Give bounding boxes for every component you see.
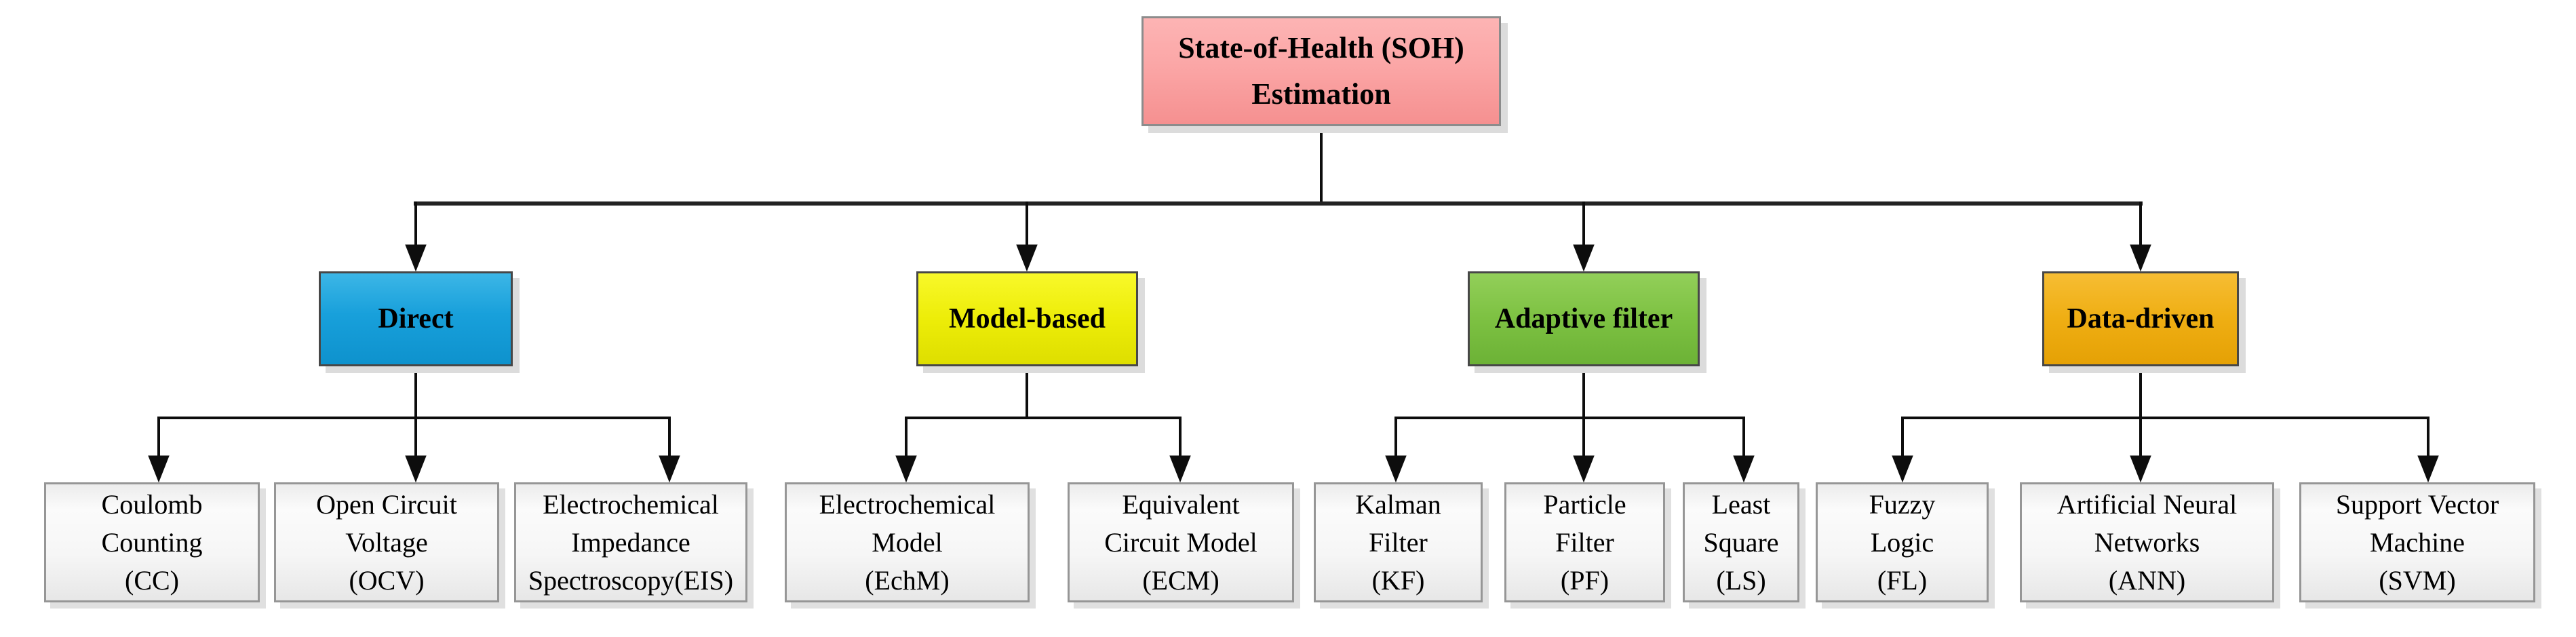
node-equivalent-circuit-model: Equivalent Circuit Model (ECM) xyxy=(1068,482,1294,602)
arrowhead xyxy=(405,244,427,272)
node-fuzzy-logic: Fuzzy Logic (FL) xyxy=(1816,482,1989,602)
arrowhead xyxy=(1385,455,1407,483)
arrowhead xyxy=(1016,244,1038,272)
arrowhead xyxy=(405,455,427,483)
node-kalman-filter: Kalman Filter (KF) xyxy=(1314,482,1483,602)
arrowhead xyxy=(1169,455,1191,483)
arrowhead xyxy=(1573,455,1595,483)
edges-data-driven-children xyxy=(1892,366,2439,483)
node-coulomb-counting: Coulomb Counting (CC) xyxy=(44,482,260,602)
node-electrochemical-impedance-spectroscopy: Electrochemical Impedance Spectroscopy(E… xyxy=(514,482,747,602)
arrowhead xyxy=(1733,455,1755,483)
arrowhead xyxy=(895,455,917,483)
node-least-square: Least Square (LS) xyxy=(1683,482,1799,602)
arrowhead xyxy=(2130,244,2151,272)
node-data-driven: Data-driven xyxy=(2042,271,2239,366)
arrowhead xyxy=(1892,455,1913,483)
node-direct: Direct xyxy=(319,271,513,366)
arrowhead xyxy=(2417,455,2439,483)
node-particle-filter: Particle Filter (PF) xyxy=(1504,482,1665,602)
node-electrochemical-model: Electrochemical Model (EchM) xyxy=(785,482,1030,602)
node-model-based: Model-based xyxy=(916,271,1138,366)
edges-direct-children xyxy=(148,366,680,483)
node-support-vector-machine: Support Vector Machine (SVM) xyxy=(2299,482,2535,602)
arrowhead xyxy=(2130,455,2151,483)
node-adaptive-filter: Adaptive filter xyxy=(1468,271,1700,366)
arrowhead xyxy=(1573,244,1595,272)
arrowhead xyxy=(148,455,170,483)
arrowhead xyxy=(659,455,680,483)
node-open-circuit-voltage: Open Circuit Voltage (OCV) xyxy=(274,482,499,602)
node-artificial-neural-networks: Artificial Neural Networks (ANN) xyxy=(2020,482,2274,602)
edges-root-to-categories xyxy=(405,126,2151,272)
edges-adaptive-filter-children xyxy=(1385,366,1755,483)
node-soh-estimation: State-of-Health (SOH) Estimation xyxy=(1141,16,1501,126)
edges-model-based-children xyxy=(895,366,1191,483)
